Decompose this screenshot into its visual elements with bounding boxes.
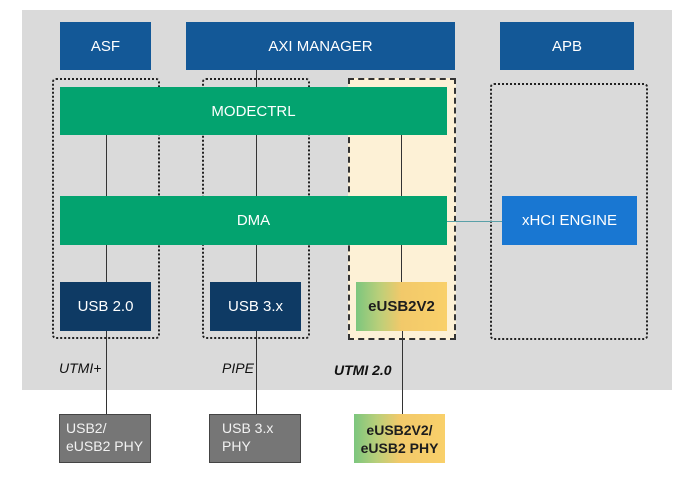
usb2-column-line bbox=[106, 135, 107, 414]
usb3-controller: USB 3.x bbox=[210, 282, 301, 331]
apb-block: APB bbox=[500, 22, 634, 70]
dma-to-xhci-line bbox=[447, 221, 502, 222]
axi-manager-block: AXI MANAGER bbox=[186, 22, 455, 70]
axi-to-modectrl-line bbox=[256, 70, 257, 87]
axi-manager-label: AXI MANAGER bbox=[268, 37, 373, 55]
eusb2v2-column-line-lower bbox=[402, 331, 403, 414]
usb3-column-line bbox=[256, 135, 257, 414]
eusb2v2-phy-block: eUSB2V2/ eUSB2 PHY bbox=[354, 414, 445, 463]
xhci-group-outline bbox=[490, 83, 648, 340]
usb3-phy-block: USB 3.x PHY bbox=[209, 414, 301, 463]
usb3-phy-line1: USB 3.x bbox=[222, 420, 274, 436]
usb2-phy-line1: USB2/ bbox=[66, 420, 107, 436]
usb2-phy-block: USB2/ eUSB2 PHY bbox=[59, 414, 151, 463]
usb2-controller: USB 2.0 bbox=[60, 282, 151, 331]
xhci-engine-block: xHCI ENGINE bbox=[502, 196, 637, 245]
dma-label: DMA bbox=[236, 212, 271, 229]
eusb2v2-controller: eUSB2V2 bbox=[356, 282, 447, 331]
usb2-phy-line2: eUSB2 PHY bbox=[66, 438, 144, 454]
asf-label: ASF bbox=[90, 37, 121, 55]
utmi-plus-label: UTMI+ bbox=[59, 360, 102, 376]
xhci-engine-label: xHCI ENGINE bbox=[521, 212, 617, 229]
dma-bus: DMA bbox=[60, 196, 447, 245]
usb3-phy-line2: PHY bbox=[222, 438, 251, 454]
usb2-controller-label: USB 2.0 bbox=[77, 298, 134, 315]
asf-block: ASF bbox=[60, 22, 151, 70]
modectrl-label: MODECTRL bbox=[211, 102, 296, 120]
pipe-label: PIPE bbox=[222, 360, 254, 376]
eusb2v2-phy-line1: eUSB2V2/ bbox=[366, 421, 433, 438]
usb3-controller-label: USB 3.x bbox=[227, 298, 284, 315]
utmi20-label: UTMI 2.0 bbox=[334, 362, 392, 378]
modectrl-bus: MODECTRL bbox=[60, 87, 447, 135]
apb-label: APB bbox=[551, 37, 582, 55]
eusb2v2-controller-label: eUSB2V2 bbox=[368, 298, 435, 315]
eusb2v2-phy-line2: eUSB2 PHY bbox=[360, 439, 439, 456]
